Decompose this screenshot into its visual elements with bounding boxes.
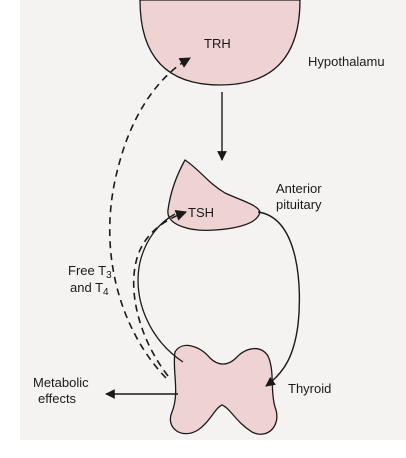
feedback-to-pituitary-arrow: [132, 210, 188, 377]
tsh-stimulation-arrow: [257, 211, 301, 387]
anterior-pituitary-shape: [167, 159, 261, 231]
thyroid-left-loop: [137, 213, 184, 363]
thyroid-label: Thyroid: [288, 381, 331, 396]
anterior-pituitary-label: Anterior pituitary: [276, 181, 325, 212]
and-t4-main: and T: [70, 280, 103, 295]
and-t4-subscript: 4: [103, 287, 109, 298]
feedback-to-hypothalamus-arrow: [108, 57, 191, 379]
hypothalamus-label: Hypothalamu: [308, 54, 385, 69]
free-t3-label: Free T3: [68, 263, 112, 281]
trh-label: TRH: [204, 36, 231, 51]
free-t3-subscript: 3: [106, 270, 112, 281]
metabolic-effects-line2: effects: [38, 391, 77, 406]
anterior-pituitary-label-line1: Anterior: [276, 181, 322, 196]
tsh-label: TSH: [188, 205, 214, 220]
metabolic-effects-label: Metabolic effects: [33, 375, 92, 406]
thyroid-shape: [169, 344, 278, 435]
metabolic-effects-line1: Metabolic: [33, 375, 89, 390]
free-t3-main: Free T: [68, 263, 106, 278]
anterior-pituitary-label-line2: pituitary: [276, 197, 322, 212]
and-t4-label: and T4: [70, 280, 109, 298]
